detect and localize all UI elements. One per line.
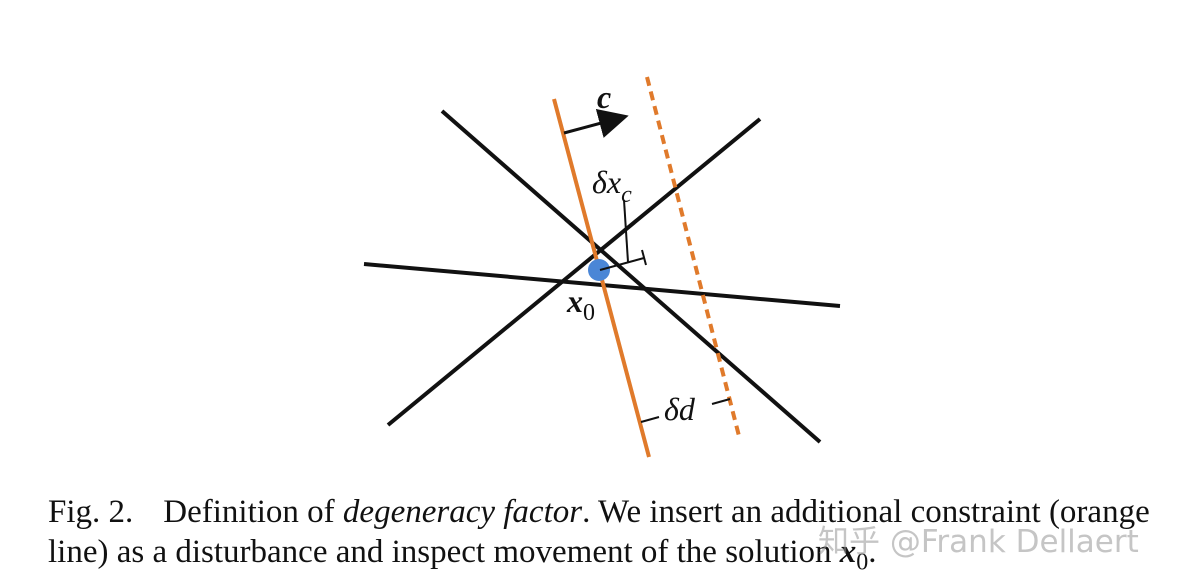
constraint-line-1: [440, 109, 822, 444]
figure-number: Fig. 2.: [48, 494, 134, 530]
caption-end: .: [868, 534, 877, 570]
cost-vector-label: c: [597, 79, 611, 115]
delta-xc-tick: [641, 249, 647, 266]
delta-d-right-tick: [711, 398, 731, 405]
caption-text-after: . We insert an additional constraint (or…: [48, 494, 1150, 570]
delta-xc-leader: [623, 199, 629, 263]
delta-xc-label: δxc: [592, 164, 632, 208]
figure-caption: Fig. 2. Definition of degeneracy factor. …: [48, 492, 1173, 583]
caption-math: x0: [839, 534, 869, 576]
caption-text-before: Definition of: [163, 494, 343, 530]
solution-subscript: 0: [583, 300, 595, 326]
solution-label: x0: [566, 283, 595, 326]
solution-point: [588, 259, 610, 281]
caption-term: degeneracy factor: [342, 494, 583, 530]
delta-d-label: δd: [664, 391, 696, 427]
delta-xc-subscript: c: [621, 182, 632, 208]
cost-vector-arrow: [563, 108, 629, 138]
caption-math-symbol: x: [839, 534, 857, 570]
delta-xc-dimension: [599, 257, 645, 271]
solution-main: x: [566, 283, 583, 319]
constraint-line-2: [386, 117, 762, 427]
watermark: 知乎 @Frank Dellaert: [818, 524, 1139, 560]
degeneracy-diagram: c δxc x0 δd: [363, 76, 841, 458]
delta-xc-main: δx: [592, 164, 621, 200]
caption-math-subscript: 0: [856, 549, 869, 576]
perturbed-constraint-line: [645, 76, 741, 437]
delta-d-left-tick: [640, 416, 660, 423]
